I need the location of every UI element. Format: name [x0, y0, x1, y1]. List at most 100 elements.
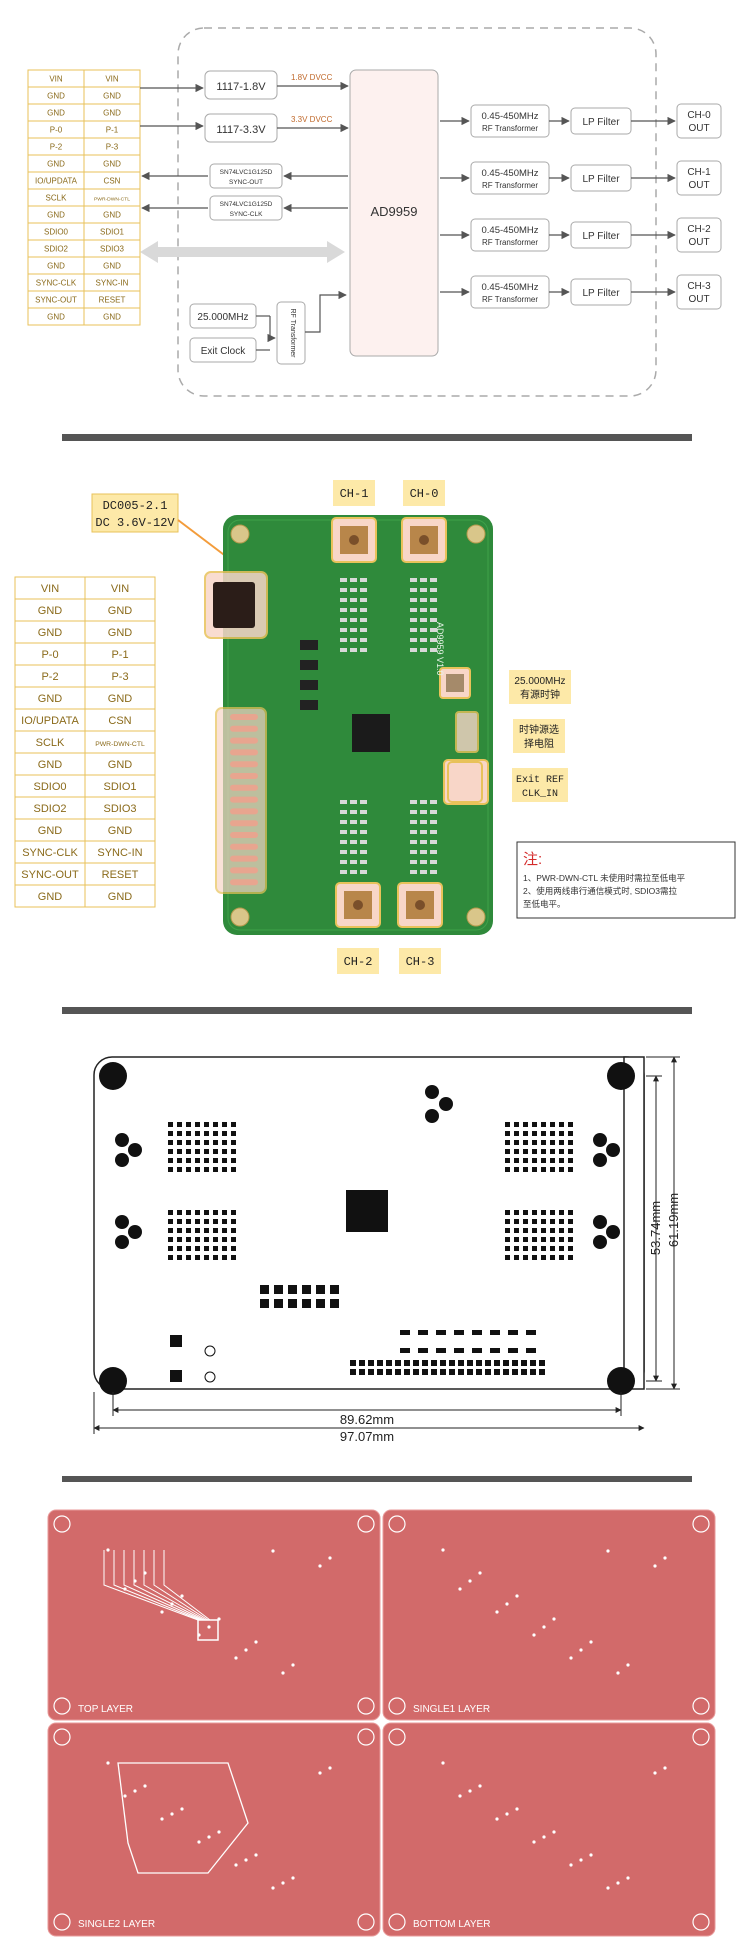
- pin-label-right: GND: [108, 605, 133, 617]
- smd-part: [340, 810, 347, 814]
- via-pad: [128, 1225, 142, 1239]
- buffer-2-box: [209, 195, 283, 221]
- smd-part: [350, 840, 357, 844]
- pad: [204, 1246, 209, 1251]
- pad: [177, 1219, 182, 1224]
- layer-mount-hole: [692, 1913, 710, 1931]
- smd-part: [360, 810, 367, 814]
- pad: [532, 1228, 537, 1233]
- pad: [526, 1330, 536, 1335]
- pad: [404, 1360, 410, 1366]
- smd-part: [420, 850, 427, 854]
- pad: [302, 1299, 311, 1308]
- pad: [505, 1167, 510, 1172]
- pad: [523, 1255, 528, 1260]
- layer-via: [579, 1858, 583, 1862]
- pad: [177, 1149, 182, 1154]
- smd-part: [430, 618, 437, 622]
- ch2-label: CH-2: [344, 955, 373, 969]
- layer-mount-hole: [53, 1913, 71, 1931]
- pad: [505, 1246, 510, 1251]
- smd-part: [340, 820, 347, 824]
- pad: [541, 1228, 546, 1233]
- layer-via: [458, 1587, 462, 1591]
- smd-part: [340, 860, 347, 864]
- pin-label-left: SDIO0: [44, 228, 69, 237]
- pad: [213, 1219, 218, 1224]
- layer-via: [515, 1807, 519, 1811]
- dim-height-inner: 53.74mm: [648, 1201, 663, 1255]
- smd-part: [360, 870, 367, 874]
- pin-label-right: P-1: [106, 126, 119, 135]
- header-pin: [230, 737, 258, 744]
- layer-via: [626, 1876, 630, 1880]
- buffer-1-line2: SYNC-OUT: [229, 179, 263, 186]
- layer-via: [207, 1835, 211, 1839]
- pin-label-left: VIN: [41, 583, 59, 595]
- pad: [186, 1228, 191, 1233]
- pad: [400, 1330, 410, 1335]
- pin-label-left: GND: [47, 313, 65, 322]
- mount-hole: [466, 907, 486, 927]
- pin-label-right: P-1: [111, 649, 128, 661]
- layer-via: [569, 1863, 573, 1867]
- layer-via: [160, 1610, 164, 1614]
- pad: [523, 1210, 528, 1215]
- pin-label-right: GND: [108, 825, 133, 837]
- smd-part: [340, 840, 347, 844]
- pad: [231, 1219, 236, 1224]
- pad: [170, 1335, 182, 1347]
- pad: [523, 1149, 528, 1154]
- pad: [395, 1360, 401, 1366]
- pin-cell: [83, 307, 141, 326]
- smd-part: [430, 638, 437, 642]
- pad: [568, 1255, 573, 1260]
- header-pin: [230, 820, 258, 827]
- smd-part: [410, 850, 417, 854]
- layer-via: [234, 1863, 238, 1867]
- pad: [204, 1255, 209, 1260]
- pin-label-right: RESET: [102, 869, 139, 881]
- smd-part: [340, 870, 347, 874]
- mount-hole: [230, 907, 250, 927]
- pad: [514, 1140, 519, 1145]
- pad: [532, 1219, 537, 1224]
- pad: [505, 1131, 510, 1136]
- pin-label-right: GND: [103, 313, 121, 322]
- pad: [512, 1369, 518, 1375]
- pad: [222, 1140, 227, 1145]
- pad: [490, 1330, 500, 1335]
- pad: [559, 1158, 564, 1163]
- smd-part: [340, 578, 347, 582]
- dim-width-outer: 97.07mm: [340, 1429, 394, 1444]
- pad: [467, 1369, 473, 1375]
- pad: [523, 1167, 528, 1172]
- channel-output-label: CH-3: [687, 281, 711, 292]
- via-pad: [606, 1225, 620, 1239]
- layer-via: [143, 1784, 147, 1788]
- note-line3: 至低电平。: [523, 899, 566, 909]
- pad: [195, 1255, 200, 1260]
- layer-via: [170, 1812, 174, 1816]
- layer-via: [180, 1807, 184, 1811]
- smd-part: [430, 648, 437, 652]
- pad: [541, 1246, 546, 1251]
- smd-part: [410, 628, 417, 632]
- layer-mount-hole: [53, 1728, 71, 1746]
- pad: [168, 1219, 173, 1224]
- pad: [539, 1360, 545, 1366]
- smd-part: [420, 648, 427, 652]
- smd-part: [360, 618, 367, 622]
- pad: [521, 1360, 527, 1366]
- pad: [514, 1237, 519, 1242]
- via-pad: [593, 1133, 607, 1147]
- sel-label-line2: 择电阻: [524, 737, 554, 750]
- hole: [204, 1371, 216, 1383]
- smd-part: [340, 830, 347, 834]
- layer-via: [579, 1648, 583, 1652]
- pin-label-right: PWR-DWN-CTL: [94, 197, 130, 203]
- ref-label-line2: CLK_IN: [522, 789, 558, 800]
- pad: [195, 1149, 200, 1154]
- smd-part: [410, 638, 417, 642]
